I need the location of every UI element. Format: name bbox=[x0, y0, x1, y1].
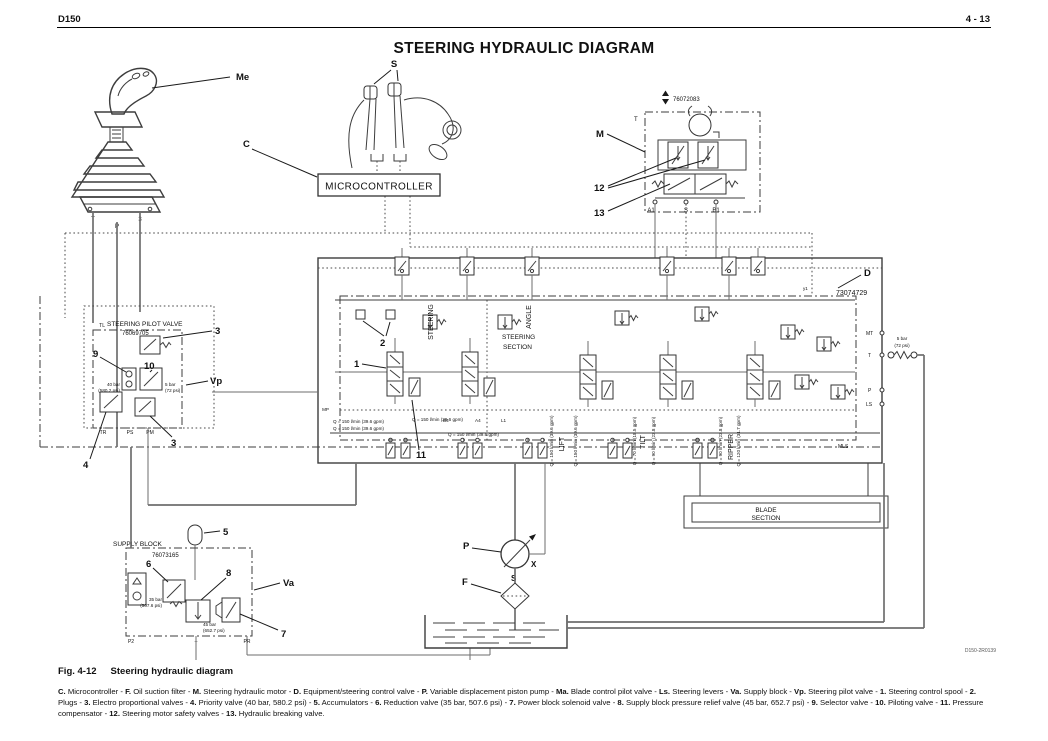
callout-p: P bbox=[463, 541, 470, 552]
callout-6: 6 bbox=[146, 559, 151, 570]
microcontroller: MICROCONTROLLER C bbox=[243, 139, 441, 197]
drawing-reference: D150-2R0139 bbox=[965, 648, 996, 654]
callout-f: F bbox=[462, 577, 468, 588]
callout-5: 5 bbox=[223, 527, 229, 538]
supply-pressure-6b: (507.6 psi) bbox=[140, 603, 162, 608]
flow-steering: Q = 150 l/min (39.6 gpm) bbox=[412, 417, 463, 422]
callout-8: 8 bbox=[226, 568, 231, 579]
figure-caption: Fig. 4-12 Steering hydraulic diagram bbox=[58, 666, 233, 677]
callout-3a: 3 bbox=[215, 326, 220, 337]
supply-pressure-6a: 35 bar bbox=[149, 597, 162, 602]
port-y1: y1 bbox=[803, 286, 808, 291]
callout-levers-s: S bbox=[391, 59, 397, 70]
callout-c: C bbox=[243, 139, 250, 150]
callout-12: 12 bbox=[594, 183, 605, 194]
flow-ripper-2: Q = 120 l/min (31.7 gpm) bbox=[736, 415, 741, 466]
return-lines bbox=[567, 354, 925, 629]
steering-motor-block: 76072083 T A1 S B1 bbox=[594, 90, 761, 258]
microcontroller-label: MICROCONTROLLER bbox=[325, 182, 433, 193]
callout-vp: Vp bbox=[210, 376, 222, 387]
callout-1: 1 bbox=[354, 359, 360, 370]
pilot-port-pm: PM bbox=[146, 430, 154, 436]
callout-2: 2 bbox=[380, 338, 385, 349]
callout-7: 7 bbox=[281, 629, 286, 640]
port-p: P bbox=[868, 388, 872, 394]
motor-port-a1: A1 bbox=[647, 208, 655, 214]
flow-left-2: Q = 150 l/min (39.6 gpm) bbox=[333, 426, 384, 431]
port-mt: MT bbox=[866, 331, 873, 337]
motor-port-s: S bbox=[684, 208, 688, 214]
callout-9: 9 bbox=[93, 349, 98, 360]
motor-part-number: 76072083 bbox=[673, 97, 700, 103]
port-l1: L1 bbox=[501, 418, 507, 423]
supply-pressure-8b: (652.7 psi) bbox=[203, 628, 225, 633]
pilot-port-tr: TR bbox=[100, 430, 107, 436]
pilot-pressure-10b: (72 psi) bbox=[165, 388, 181, 393]
figure-number: Fig. 4-12 bbox=[58, 666, 97, 677]
pilot-valve-part: 76069705 bbox=[122, 331, 149, 337]
callout-3b: 3 bbox=[171, 438, 176, 449]
flow-tilt-2: Q = 90 l/min (23.8 gpm) bbox=[651, 416, 656, 465]
control-valve-block-d: 2 1 11 STEERING ANGLE STEERING SECTION L… bbox=[317, 247, 918, 529]
page-number: 4 - 13 bbox=[965, 14, 990, 25]
pump-filter-tank: P X S F bbox=[424, 463, 568, 649]
pump-port-s: S bbox=[511, 574, 517, 583]
port-b4: B4 bbox=[443, 418, 449, 423]
pilot-valve-title: STEERING PILOT VALVE bbox=[107, 321, 183, 328]
section-angle: ANGLE bbox=[526, 305, 533, 329]
supply-block-part: 76073165 bbox=[152, 553, 179, 559]
supply-port-p2: P2 bbox=[128, 639, 134, 645]
motor-port-t: T bbox=[634, 117, 638, 123]
section-steering: STEERING bbox=[428, 304, 435, 340]
legend-text: C. Microcontroller - F. Oil suction filt… bbox=[58, 687, 984, 719]
flow-ripper-1: Q = 90 l/min (23.8 gpm) bbox=[718, 416, 723, 465]
pilot-pressure-4a: 40 bar bbox=[107, 382, 120, 387]
steering-levers: S bbox=[348, 59, 462, 174]
hydraulic-schematic: T P 3 Me bbox=[39, 59, 996, 660]
doc-model-code: D150 bbox=[58, 14, 81, 25]
section-ripper: RIPPER bbox=[728, 434, 735, 460]
blade-section-label-2: SECTION bbox=[752, 515, 781, 522]
port-t: T bbox=[868, 353, 871, 359]
callout-d: D bbox=[864, 268, 871, 279]
port-ls: LS bbox=[866, 402, 873, 408]
flow-lift-1: Q = 150 l/min (39.6 gpm) bbox=[549, 415, 554, 466]
section-steering-section-2: SECTION bbox=[503, 344, 532, 351]
port-mp: MP bbox=[322, 407, 329, 412]
block-relief-pressure-2: (72 psi) bbox=[894, 343, 910, 348]
callout-m: M bbox=[596, 129, 604, 140]
dblock-part-number: 73074729 bbox=[836, 290, 867, 297]
figure-title: Steering hydraulic diagram bbox=[110, 666, 234, 677]
flow-lift-2: Q = 150 l/min (39.6 gpm) bbox=[573, 415, 578, 466]
pump-port-x: X bbox=[531, 560, 537, 569]
pilot-port-tl: TL bbox=[99, 323, 105, 329]
callout-13: 13 bbox=[594, 208, 605, 219]
blade-section-label-1: BLADE bbox=[755, 507, 777, 514]
supply-block-title: SUPPLY BLOCK bbox=[113, 541, 163, 548]
section-steering-section-1: STEERING bbox=[502, 334, 535, 341]
flow-angle: Q = 150 l/min (39.6 gpm) bbox=[448, 432, 499, 437]
section-lift: LIFT bbox=[559, 436, 566, 451]
callout-11: 11 bbox=[416, 450, 427, 461]
header-rule bbox=[57, 27, 991, 28]
callout-4: 4 bbox=[83, 460, 89, 471]
flow-left-1: Q = 150 l/min (39.6 gpm) bbox=[333, 419, 384, 424]
section-tilt: TILT bbox=[640, 434, 647, 449]
callout-10: 10 bbox=[144, 361, 155, 372]
supply-pressure-8a: 45 bar bbox=[203, 622, 216, 627]
pilot-pressure-4b: (580.2 psi) bbox=[98, 388, 120, 393]
pilot-port-ps: PS bbox=[127, 430, 134, 436]
block-relief-pressure-1: 5 bar bbox=[897, 336, 908, 341]
port-mls: MLS bbox=[838, 444, 849, 450]
port-a4: A4 bbox=[475, 418, 481, 423]
steering-pilot-valve: STEERING PILOT VALVE 76069705 TL 3 9 10 … bbox=[83, 305, 357, 506]
callout-me: Me bbox=[236, 72, 249, 83]
page-title: STEERING HYDRAULIC DIAGRAM bbox=[393, 40, 655, 57]
flow-tilt-1: Q = 70 l/min (18.5 gpm) bbox=[632, 416, 637, 465]
callout-va: Va bbox=[283, 578, 295, 589]
pilot-pressure-10a: 5 bar bbox=[165, 382, 176, 387]
supply-block: 5 SUPPLY BLOCK 76073165 6 35 bar (507.6 … bbox=[113, 447, 491, 660]
